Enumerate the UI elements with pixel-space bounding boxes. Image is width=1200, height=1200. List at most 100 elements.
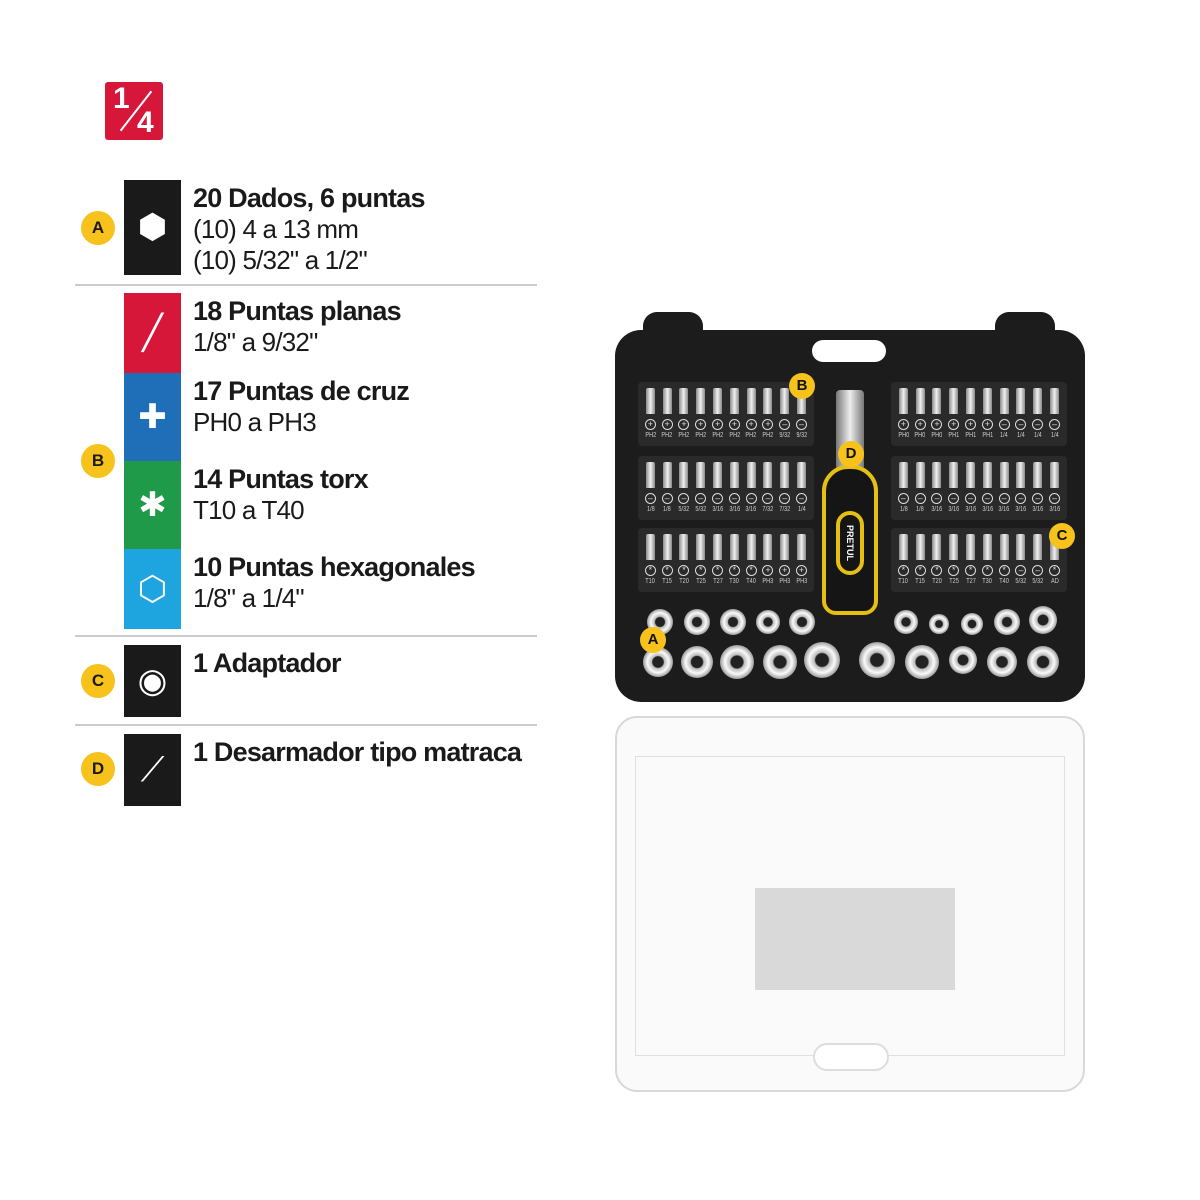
item-title: 14 Puntas torx xyxy=(193,464,369,494)
bit: *T10 xyxy=(896,528,911,592)
bit-label: 1/4 xyxy=(1050,432,1059,439)
socket xyxy=(804,642,840,678)
item-title: 17 Puntas de cruz xyxy=(193,376,410,406)
bit-label: PH3 xyxy=(796,578,808,585)
bit: +PH2 xyxy=(727,382,742,446)
item-title: 18 Puntas planas xyxy=(193,296,402,326)
bit-holder: +PH0+PH0+PH0+PH1+PH1+PH1–1/4–1/4–1/4–1/4 xyxy=(891,382,1067,446)
marker-b: B xyxy=(789,373,815,399)
bit: +PH1 xyxy=(980,382,995,446)
bit-label: 3/16 xyxy=(1032,506,1044,513)
bit: *T40 xyxy=(997,528,1012,592)
bit: –9/32 xyxy=(777,382,792,446)
bit-label: 7/32 xyxy=(762,506,774,513)
bit-label: 1/4 xyxy=(1000,432,1009,439)
bit: +PH0 xyxy=(896,382,911,446)
bit-label: T40 xyxy=(999,578,1009,585)
bit: –1/8 xyxy=(896,456,911,520)
socket xyxy=(763,645,797,679)
bit: –3/16 xyxy=(744,456,759,520)
bit-label: T20 xyxy=(679,578,689,585)
flat-bit-icon: ╱ xyxy=(124,293,181,373)
bit-label: T20 xyxy=(932,578,942,585)
bit: –3/16 xyxy=(946,456,961,520)
bit-label: T25 xyxy=(948,578,959,585)
bit-label: 3/16 xyxy=(931,506,943,513)
bit: +PH2 xyxy=(710,382,725,446)
bit-label: 5/32 xyxy=(678,506,690,513)
socket xyxy=(756,610,780,634)
bit: –1/4 xyxy=(1013,382,1028,446)
bit-label: 3/16 xyxy=(965,506,977,513)
item-detail: 1/8" a 9/32" xyxy=(193,327,318,357)
bit-holder: *T10*T15*T20*T25*T27*T30*T40–5/32–5/32*A… xyxy=(891,528,1067,592)
divider xyxy=(75,284,537,286)
bit-label: 7/32 xyxy=(779,506,791,513)
bit-label: T40 xyxy=(746,578,756,585)
bit: –3/16 xyxy=(1030,456,1045,520)
list-item: ⬢20 Dados, 6 puntas(10) 4 a 13 mm(10) 5/… xyxy=(124,180,564,275)
bit-label: PH2 xyxy=(728,432,740,439)
socket xyxy=(720,645,754,679)
bit-label: 3/16 xyxy=(1049,506,1061,513)
bit: +PH0 xyxy=(913,382,928,446)
letter-badge: D xyxy=(81,752,115,786)
item-detail: 1/8" a 1/4" xyxy=(193,583,305,613)
bit-label: T15 xyxy=(915,578,926,585)
bit: +PH1 xyxy=(946,382,961,446)
bit-label: PH2 xyxy=(644,432,656,439)
bit-holder: –1/8–1/8–3/16–3/16–3/16–3/16–3/16–3/16–3… xyxy=(891,456,1067,520)
bit-label: T10 xyxy=(645,578,656,585)
bit-label: PH2 xyxy=(678,432,690,439)
marker-d: D xyxy=(838,441,864,467)
bit-label: 1/8 xyxy=(663,506,672,513)
divider xyxy=(75,724,537,726)
case-handle xyxy=(812,340,886,362)
item-title: 1 Desarmador tipo matraca xyxy=(193,737,522,767)
bit: –5/32 xyxy=(1013,528,1028,592)
letter-badge: C xyxy=(81,664,115,698)
bit: *T15 xyxy=(660,528,675,592)
bit-label: PH2 xyxy=(695,432,707,439)
ratchet-screwdriver: PRETUL xyxy=(822,465,878,615)
item-detail: T10 a T40 xyxy=(193,495,305,525)
bit-label: 9/32 xyxy=(779,432,791,439)
bit: +PH1 xyxy=(963,382,978,446)
bit: –5/32 xyxy=(1030,528,1045,592)
socket xyxy=(961,613,983,635)
adapter-icon: ◉ xyxy=(124,645,181,717)
bit: *T10 xyxy=(643,528,658,592)
marker-c: C xyxy=(1049,523,1075,549)
socket xyxy=(905,645,939,679)
bit-holder: –1/8–1/8–5/32–5/32–3/16–3/16–3/16–7/32–7… xyxy=(638,456,814,520)
bit-label: T10 xyxy=(898,578,909,585)
bit-label: 1/4 xyxy=(797,506,806,513)
bit-label: 5/32 xyxy=(1032,578,1044,585)
bit-label: 1/8 xyxy=(899,506,908,513)
bit-label: 3/16 xyxy=(1015,506,1027,513)
socket-icon: ⬢ xyxy=(124,180,181,275)
socket xyxy=(949,646,977,674)
bit-label: PH3 xyxy=(779,578,791,585)
bit: –5/32 xyxy=(676,456,691,520)
bit: –1/8 xyxy=(913,456,928,520)
bit-label: PH2 xyxy=(745,432,757,439)
bit-label: 1/4 xyxy=(1033,432,1042,439)
bit: *T25 xyxy=(946,528,961,592)
list-item: ⟋1 Desarmador tipo matraca xyxy=(124,734,564,806)
bit-holder: +PH2+PH2+PH2+PH2+PH2+PH2+PH2+PH2–9/32–9/… xyxy=(638,382,814,446)
bit: *T30 xyxy=(980,528,995,592)
bit-label: T27 xyxy=(965,578,976,585)
bit: –1/4 xyxy=(794,456,809,520)
bit: +PH2 xyxy=(660,382,675,446)
bit-label: 3/16 xyxy=(728,506,740,513)
bit: –3/16 xyxy=(1047,456,1062,520)
bit-label: PH0 xyxy=(914,432,926,439)
socket xyxy=(987,647,1017,677)
clear-lid xyxy=(615,716,1085,1092)
letter-badge: B xyxy=(81,444,115,478)
socket xyxy=(1027,646,1059,678)
item-title: 1 Adaptador xyxy=(193,648,342,678)
bit: –9/32 xyxy=(794,382,809,446)
